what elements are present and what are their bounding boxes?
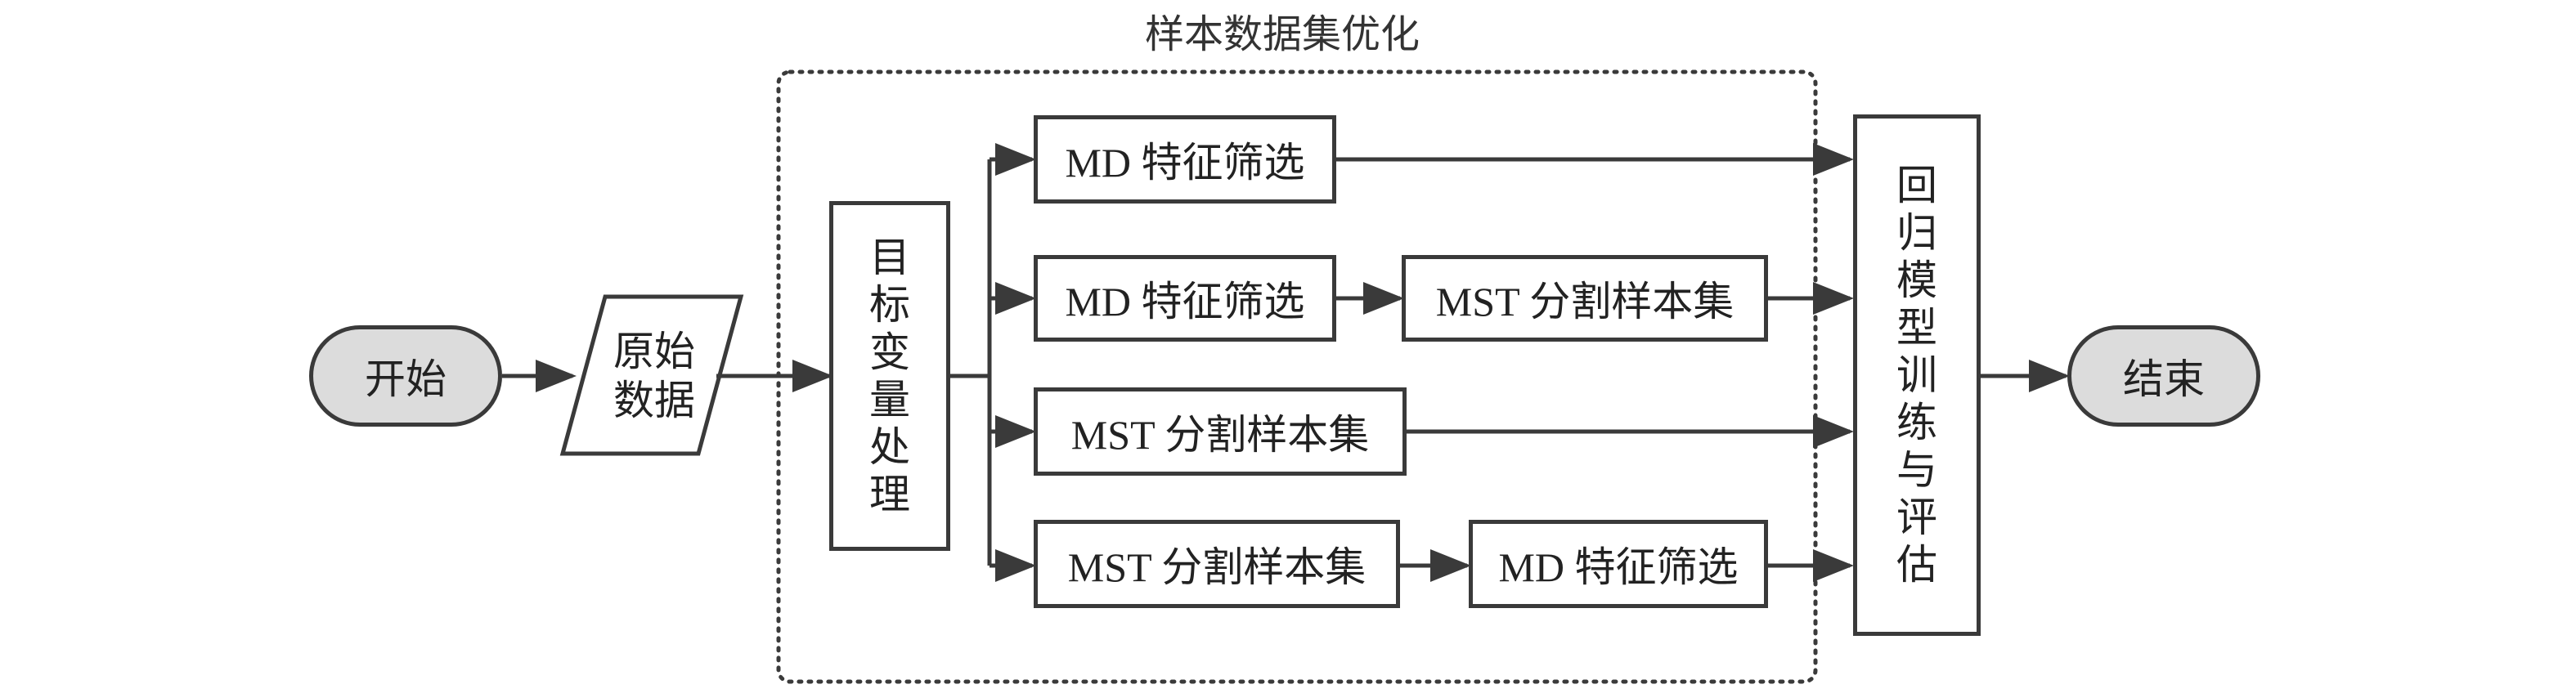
path3-mst-split-samples: MST 分割样本集 bbox=[1034, 387, 1407, 476]
path1-md-feature-selection: MD 特征筛选 bbox=[1034, 115, 1336, 204]
target-char-2: 标 bbox=[869, 281, 910, 329]
train-char-1: 回 bbox=[1896, 162, 1937, 209]
path2-md-feature-selection: MD 特征筛选 bbox=[1034, 255, 1336, 342]
train-char-4: 型 bbox=[1896, 304, 1937, 351]
group-title: 样本数据集优化 bbox=[1145, 11, 1420, 57]
train-char-5: 训 bbox=[1896, 351, 1937, 399]
target-char-4: 量 bbox=[869, 376, 910, 423]
end-node: 结束 bbox=[2067, 325, 2260, 427]
raw-data-shape bbox=[559, 294, 744, 456]
regression-training-evaluation-node: 回 归 模 型 训 练 与 评 估 bbox=[1853, 114, 1981, 636]
target-char-5: 处 bbox=[869, 423, 910, 471]
raw-data-line-1: 原始 bbox=[613, 328, 695, 375]
train-char-2: 归 bbox=[1896, 209, 1937, 257]
train-char-9: 估 bbox=[1896, 541, 1937, 588]
path4-mst-split-samples: MST 分割样本集 bbox=[1034, 520, 1400, 608]
path4-md-feature-selection: MD 特征筛选 bbox=[1469, 520, 1768, 608]
raw-data-label: 原始 数据 bbox=[589, 327, 720, 425]
train-char-6: 练 bbox=[1896, 399, 1937, 446]
train-char-8: 评 bbox=[1896, 494, 1937, 541]
start-node: 开始 bbox=[309, 325, 502, 427]
target-char-6: 理 bbox=[869, 471, 910, 518]
train-char-3: 模 bbox=[1896, 257, 1937, 304]
target-variable-processing-node: 目 标 变 量 处 理 bbox=[829, 201, 950, 551]
path2-mst-split-samples: MST 分割样本集 bbox=[1402, 255, 1768, 342]
train-char-7: 与 bbox=[1896, 446, 1937, 494]
target-char-1: 目 bbox=[869, 234, 910, 281]
target-char-3: 变 bbox=[869, 329, 910, 376]
raw-data-line-2: 数据 bbox=[613, 377, 695, 424]
